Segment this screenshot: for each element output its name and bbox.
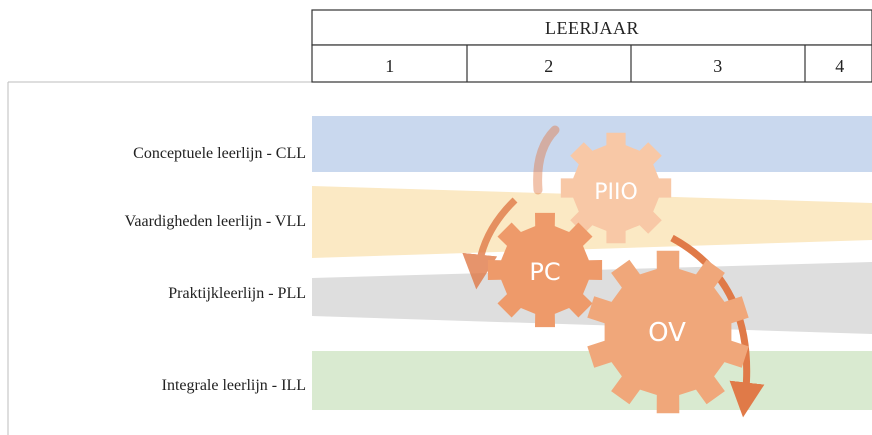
year-label-2: 2 [544,56,554,76]
year-table-header: LEERJAAR [545,18,639,38]
arrow-left [462,197,518,290]
gear-pc [487,212,603,328]
year-label-1: 1 [385,56,395,76]
label-pll: Praktijkleerlijn - PLL [168,285,306,302]
year-table: LEERJAAR 1 2 3 4 [311,9,872,83]
year-label-3: 3 [713,56,723,76]
arrow-top-faded [533,125,560,195]
label-cll: Conceptuele leerlijn - CLL [133,145,306,162]
label-vll: Vaardigheden leerlijn - VLL [125,213,306,230]
year-table-row [311,44,872,83]
learning-line-labels: Conceptuele leerlijn - CLL Vaardigheden … [125,145,306,394]
gears: PIIO PC OV [487,132,749,414]
gear-label-piio: PIIO [594,180,638,205]
year-label-4: 4 [835,56,845,76]
gear-label-pc: PC [529,258,560,286]
gear-label-ov: OV [648,318,686,348]
band-cll [312,116,872,172]
gear-piio [560,132,672,244]
year-table-header-cell [311,9,872,46]
label-ill: Integrale leerlijn - ILL [162,377,306,394]
gear-ov [587,250,749,414]
